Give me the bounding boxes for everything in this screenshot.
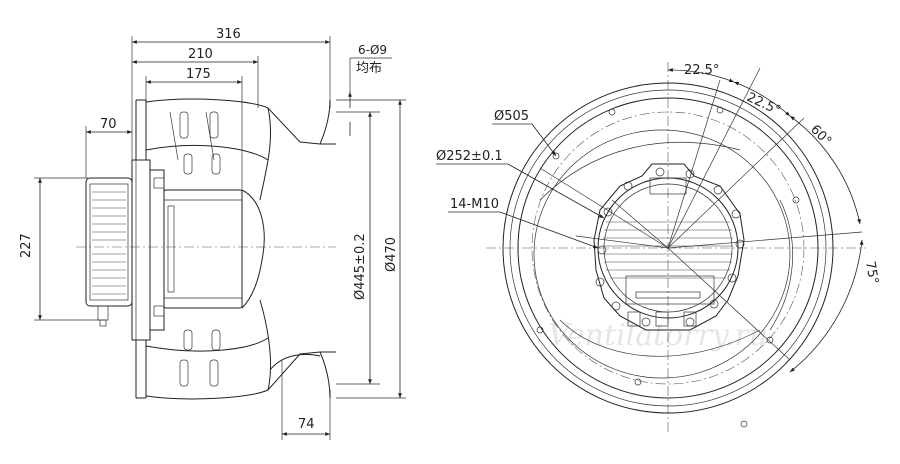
dim-d470: Ø470 [384,237,399,272]
dim-holes-evenly: 均布 [356,61,382,76]
watermark-text: Ventilatorry.ru [548,318,768,353]
impeller-blades-top [145,98,331,201]
dim-d252: Ø252±0.1 [436,149,503,164]
dim-70: 70 [100,117,117,132]
dim-316: 316 [216,27,241,42]
angle-label-4: 75° [862,260,881,285]
rotor-core [163,189,265,309]
dim-74: 74 [298,417,315,432]
mounting-plate [131,159,165,341]
dim-holes-count: 6-Ø9 [358,43,387,57]
impeller-blades-bottom [145,299,331,400]
inlet-ring [320,100,336,398]
dim-175: 175 [186,67,211,82]
angle-label-3: 60° [807,122,834,149]
motor-housing [85,177,133,327]
angle-label-2: 22.5° [744,90,782,119]
dim-d445: Ø445±0.2 [353,233,368,300]
dim-d505: Ø505 [494,109,529,124]
dim-210: 210 [188,47,213,62]
side-view: 316 210 175 70 227 6-Ø9 均布 Ø445±0.2 [19,27,406,440]
impeller-backplate [135,99,147,399]
dim-bolts: 14-M10 [450,197,499,212]
angle-label-1: 22.5° [684,63,719,78]
dim-227: 227 [19,233,34,258]
front-view: 22.5° 22.5° 60° 75° Ø505 Ø252±0.1 14-M10 [436,62,881,432]
